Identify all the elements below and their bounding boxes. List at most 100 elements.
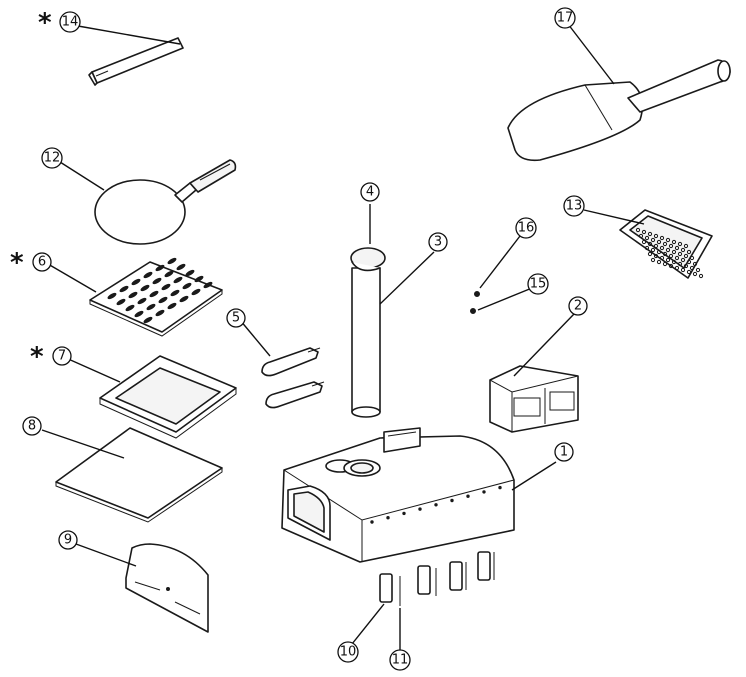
rivet — [450, 498, 454, 503]
mesh-hole — [677, 241, 683, 247]
mesh-hole — [680, 267, 686, 273]
part-4-chimney-cap — [350, 247, 386, 272]
grate-slot — [128, 291, 138, 299]
mesh-hole — [698, 273, 704, 279]
mesh-hole — [668, 243, 674, 249]
mesh-hole — [653, 253, 659, 259]
mesh-hole — [677, 251, 683, 257]
callout-14: 14* — [38, 8, 81, 38]
mesh-hole — [635, 227, 641, 233]
grate-slot — [164, 270, 174, 278]
callout-number: 10 — [340, 645, 357, 660]
part-16-screw — [474, 291, 480, 297]
mesh-hole — [644, 245, 650, 251]
callout-circle — [58, 530, 78, 550]
part-17-scoop — [507, 59, 731, 162]
grate-slot — [119, 285, 129, 293]
asterisk-marker: * — [10, 248, 24, 278]
part-6-grate — [89, 257, 223, 337]
mesh-hole — [686, 249, 692, 255]
grate-slot — [140, 284, 150, 292]
grate-slot — [191, 288, 201, 296]
part-7-tray — [99, 355, 237, 439]
mesh-hole — [671, 239, 677, 245]
callout-circle — [22, 416, 42, 436]
mesh-hole — [665, 247, 671, 253]
leader-lines — [41, 23, 645, 650]
callout-circle — [568, 296, 588, 316]
grate-slot — [167, 257, 177, 265]
part-2-box — [489, 365, 579, 433]
callout-number: 5 — [232, 311, 240, 326]
rivet — [482, 490, 486, 494]
mesh-hole — [680, 257, 686, 263]
grate-slot — [137, 297, 147, 305]
mesh-hole — [686, 269, 692, 275]
grate-slot — [146, 303, 156, 311]
mesh-hole — [656, 249, 662, 255]
grate-slot — [125, 304, 135, 312]
callout-number: 15 — [530, 277, 547, 292]
mesh-hole — [641, 239, 647, 245]
mesh-hole — [644, 235, 650, 241]
rivet — [498, 485, 502, 490]
grate-slot — [131, 278, 141, 286]
callout-16: 16 — [515, 217, 537, 239]
callout-circle — [428, 232, 448, 252]
callout-circle — [52, 346, 72, 366]
part-14-handle — [88, 37, 184, 86]
rivet — [386, 516, 390, 520]
mesh-hole — [662, 251, 668, 257]
grate-slot — [116, 298, 126, 306]
grate-slot — [158, 296, 168, 304]
grate-slot — [179, 295, 189, 303]
callout-circle — [226, 308, 246, 328]
callout-4: 4 — [360, 182, 380, 202]
mesh-hole — [656, 239, 662, 245]
grate-slot — [155, 309, 165, 317]
callout-17: 17 — [554, 7, 576, 29]
mesh-hole — [671, 259, 677, 265]
mesh-hole — [689, 265, 695, 271]
mesh-hole — [647, 231, 653, 237]
mesh-hole — [638, 233, 644, 239]
part-9-door — [125, 543, 209, 633]
mesh-hole — [650, 257, 656, 263]
part-13-mesh-panel — [619, 209, 713, 279]
callout-number: 12 — [44, 151, 61, 166]
mesh-hole — [665, 257, 671, 263]
part-12-pizza-peel — [94, 159, 237, 245]
grate-slot — [152, 277, 162, 285]
mesh-hole — [683, 253, 689, 259]
mesh-hole — [674, 255, 680, 261]
mesh-hole — [653, 233, 659, 239]
part-10-11-legs — [379, 551, 495, 606]
grate-slot — [182, 282, 192, 290]
callout-number: 2 — [574, 299, 582, 314]
callout-circle — [389, 649, 411, 671]
mesh-hole — [695, 267, 701, 273]
rivet — [370, 520, 374, 524]
callout-number: 13 — [566, 199, 583, 214]
mesh-hole — [668, 263, 674, 269]
grate-slot — [170, 289, 180, 297]
mesh-hole — [671, 249, 677, 255]
grate-slot — [203, 281, 213, 289]
mesh-hole — [674, 265, 680, 271]
part-8-stone — [55, 427, 223, 523]
mesh-hole — [668, 253, 674, 259]
part-1-oven-body — [281, 427, 515, 563]
mesh-hole — [683, 243, 689, 249]
rivet — [418, 507, 422, 511]
mesh-hole — [680, 247, 686, 253]
callout-circle — [515, 217, 537, 239]
callout-circle — [41, 147, 63, 169]
callout-5: 5 — [226, 308, 246, 328]
callout-number: 3 — [434, 235, 442, 250]
callout-number: 7 — [58, 349, 66, 364]
mesh-hole — [686, 259, 692, 265]
grate-slot — [155, 264, 165, 272]
grate-slot — [161, 283, 171, 291]
callout-circle — [360, 182, 380, 202]
